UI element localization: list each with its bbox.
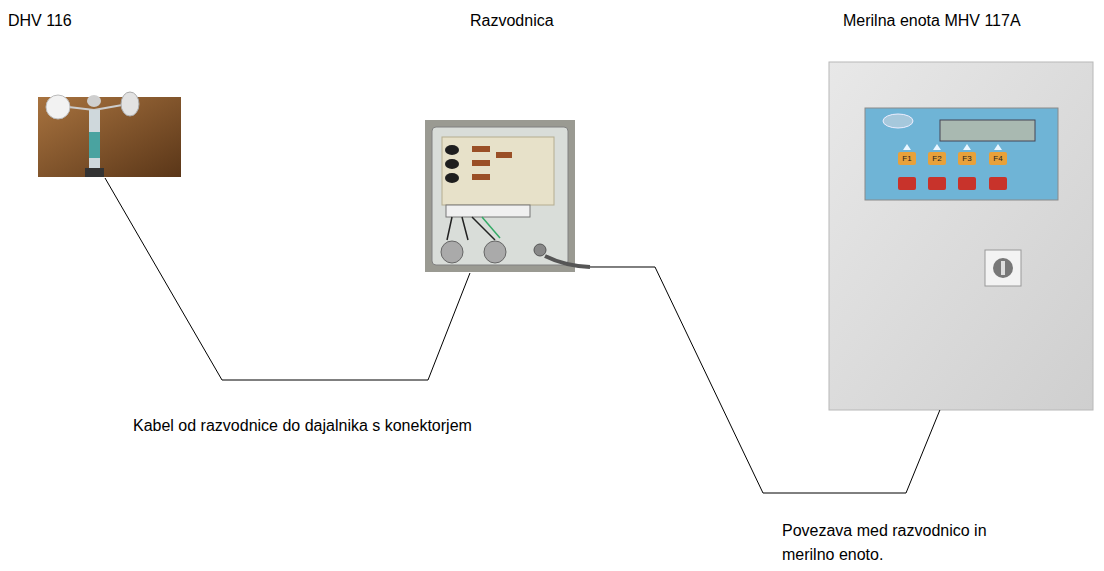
key-label: F3 bbox=[958, 152, 976, 165]
key-label: F1 bbox=[898, 152, 916, 165]
node-heading: Razvodnica bbox=[470, 12, 554, 30]
measuring-unit-photo bbox=[829, 62, 1093, 410]
node-heading: DHV 116 bbox=[8, 12, 72, 30]
cable-label: Povezava med razvodnico in merilno enoto… bbox=[782, 519, 1022, 567]
junction-box-photo bbox=[425, 120, 590, 272]
cable-label: Kabel od razvodnice do dajalnika s konek… bbox=[133, 414, 501, 438]
anemometer-photo bbox=[38, 92, 181, 177]
node-heading: Merilna enota MHV 117A bbox=[843, 12, 1021, 30]
key-label: F2 bbox=[928, 152, 946, 165]
photo-node: Razvodnica bbox=[420, 12, 590, 273]
cable-line bbox=[105, 178, 470, 380]
cable-line bbox=[590, 267, 940, 493]
photo-node: DHV 116 bbox=[8, 12, 186, 178]
photo-node: Merilna enota MHV 117A bbox=[829, 12, 1093, 410]
key-label: F4 bbox=[989, 152, 1007, 165]
